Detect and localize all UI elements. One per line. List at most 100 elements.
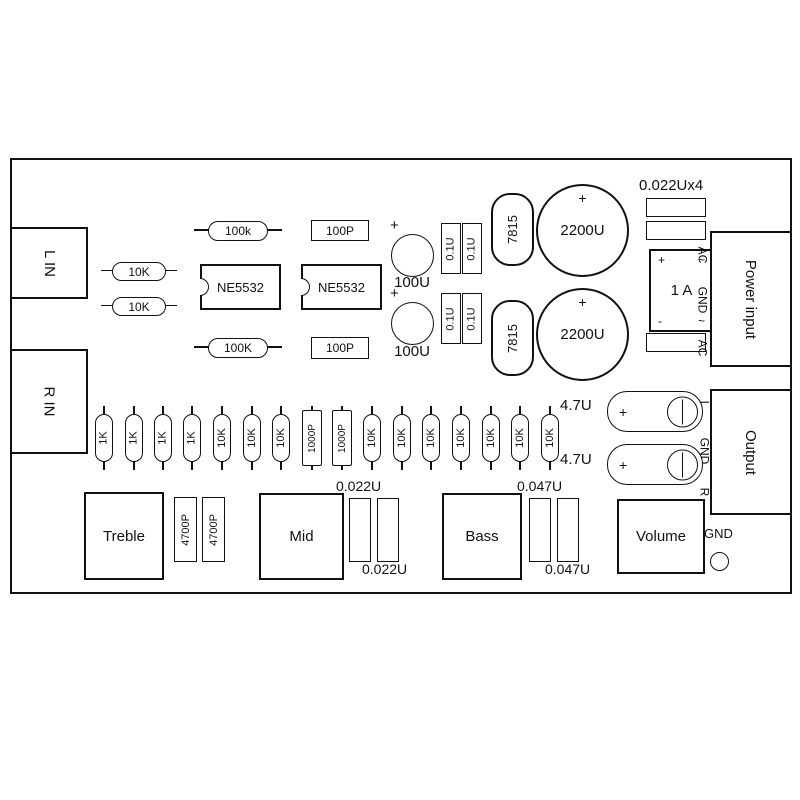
cap-01u-2-label: 0.1U xyxy=(466,236,478,261)
resistor-body: 1K xyxy=(154,414,172,462)
cap-100p-1: 100P xyxy=(311,220,369,241)
ic-ne5532-2: NE5532 xyxy=(301,264,382,310)
resistor-body: 10K xyxy=(541,414,559,462)
cap-label: 1000P xyxy=(336,423,348,453)
resistor-vertical-5: 10K xyxy=(212,406,232,470)
resistor-body: 10K xyxy=(452,414,470,462)
resistor-vertical-11: 10K xyxy=(392,406,412,470)
resistor-100k-label: 100k xyxy=(208,221,268,241)
connector-r-in: R IN xyxy=(10,349,88,454)
pin-gnd-mid: GND xyxy=(694,282,710,318)
bridge-plus: + xyxy=(658,253,666,267)
bridge-tilde: ~ xyxy=(697,253,705,267)
bridge-bottom-marks: - ~ xyxy=(658,315,705,327)
resistor-label: 1K xyxy=(128,431,140,445)
resistor-100K: 100K xyxy=(194,338,282,358)
plus-sign: + xyxy=(619,456,628,473)
cap-0047u-2 xyxy=(557,498,579,562)
cap-0022u-bottom-label: 0.022U xyxy=(362,561,408,577)
pin-ac-bottom-label: AC xyxy=(695,339,710,357)
power-input-label: Power input xyxy=(742,259,760,339)
cap-01u-3: 0.1U xyxy=(441,293,461,344)
resistor-vertical-7: 10K xyxy=(271,406,291,470)
pin-ac-top-label: AC xyxy=(695,246,710,264)
cap-100p-2: 100P xyxy=(311,337,369,359)
cap-0047u-top-label: 0.047U xyxy=(517,478,563,494)
resistor-vertical-15: 10K xyxy=(510,406,530,470)
resistor-label: 1K xyxy=(186,431,198,445)
pot-treble: Treble xyxy=(84,492,164,580)
resistor-vertical-1: 1K xyxy=(94,406,114,470)
ic-ne5532-1: NE5532 xyxy=(200,264,281,310)
gnd-pad-hole xyxy=(710,552,729,571)
cap-47u-1-label: 4.7U xyxy=(560,397,592,414)
bridge-top-marks: + ~ xyxy=(658,254,705,266)
output-label: Output xyxy=(742,429,760,475)
cap-0047u-bottom-label: 0.047U xyxy=(545,561,591,577)
cap-1000p-1: 1000P xyxy=(302,406,322,470)
resistor-body: 10K xyxy=(272,414,290,462)
cap-0022u-2 xyxy=(377,498,399,562)
cap-01u-4-label: 0.1U xyxy=(466,306,478,331)
cap-47u-2-body: + xyxy=(607,444,703,485)
resistor-label: 10K xyxy=(366,428,379,448)
resistor-label: 10K xyxy=(544,428,557,448)
resistor-body: 10K xyxy=(243,414,261,462)
resistor-label: 10K xyxy=(275,428,288,448)
resistor-10k-1-label: 10K xyxy=(112,262,166,281)
cap-body: 1000P xyxy=(302,410,322,466)
plus-sign: + xyxy=(619,403,628,420)
connector-l-in: L IN xyxy=(10,227,88,299)
resistor-label: 10K xyxy=(485,428,498,448)
cap-47u-2-label: 4.7U xyxy=(560,451,592,468)
resistor-body: 10K xyxy=(363,414,381,462)
resistor-100K-label: 100K xyxy=(208,338,268,358)
pot-volume: Volume xyxy=(617,499,705,574)
resistor-vertical-6: 10K xyxy=(242,406,262,470)
resistor-vertical-4: 1K xyxy=(182,406,202,470)
bridge-rectifier-1a: + ~ 1 A - ~ xyxy=(649,249,714,332)
cap-0022u-pad-1 xyxy=(646,198,706,217)
cap-2200u-1-label: 2200U xyxy=(560,222,605,239)
cap-label: 1000P xyxy=(306,423,318,453)
resistor-body: 10K xyxy=(393,414,411,462)
regulator-7815-1-label: 7815 xyxy=(504,215,520,244)
cap-01u-1-label: 0.1U xyxy=(445,236,457,261)
cap-100u-1-body xyxy=(391,234,434,277)
cap-47u-1-body: + xyxy=(607,391,703,432)
resistor-label: 10K xyxy=(396,428,409,448)
plus-sign: + xyxy=(578,294,587,310)
cap-4700p-2: 4700P xyxy=(202,497,225,562)
cap-01u-2: 0.1U xyxy=(462,223,482,274)
cap-2200u-2-label: 2200U xyxy=(560,326,605,343)
cap-0022u-pad-2 xyxy=(646,221,706,240)
pin-gnd-mid-label: GND xyxy=(695,286,710,314)
cap-100u-2-body xyxy=(391,302,434,345)
regulator-7815-1: 7815 xyxy=(491,193,534,266)
resistor-vertical-10: 10K xyxy=(362,406,382,470)
plus-sign: + xyxy=(390,217,399,234)
cap-4700p-1: 4700P xyxy=(174,497,197,562)
connector-power-input: Power input xyxy=(710,231,792,367)
bridge-rating-label: 1 A xyxy=(670,282,693,299)
cap-0022u-top-label: 0.022U xyxy=(336,478,382,494)
cap-body: 1000P xyxy=(332,410,352,466)
plus-sign: + xyxy=(390,285,399,302)
regulator-7815-2: 7815 xyxy=(491,300,534,376)
pin-out-r-label: R xyxy=(696,487,711,497)
resistor-10k-1: 10K xyxy=(101,262,177,281)
connector-output: Output xyxy=(710,389,792,515)
resistor-body: 1K xyxy=(125,414,143,462)
cap-47u-1-can xyxy=(667,396,698,427)
resistor-body: 10K xyxy=(511,414,529,462)
cap-2200u-1: + 2200U xyxy=(536,184,629,277)
cap-0022ux4-label: 0.022Ux4 xyxy=(639,177,704,194)
cap-4700p-2-label: 4700P xyxy=(207,513,220,546)
resistor-label: 10K xyxy=(455,428,468,448)
cap-100u-2-label: 100U xyxy=(394,343,430,360)
resistor-vertical-2: 1K xyxy=(124,406,144,470)
resistor-label: 10K xyxy=(425,428,438,448)
resistor-100k: 100k xyxy=(194,221,282,241)
resistor-10k-2-label: 10K xyxy=(112,297,166,316)
